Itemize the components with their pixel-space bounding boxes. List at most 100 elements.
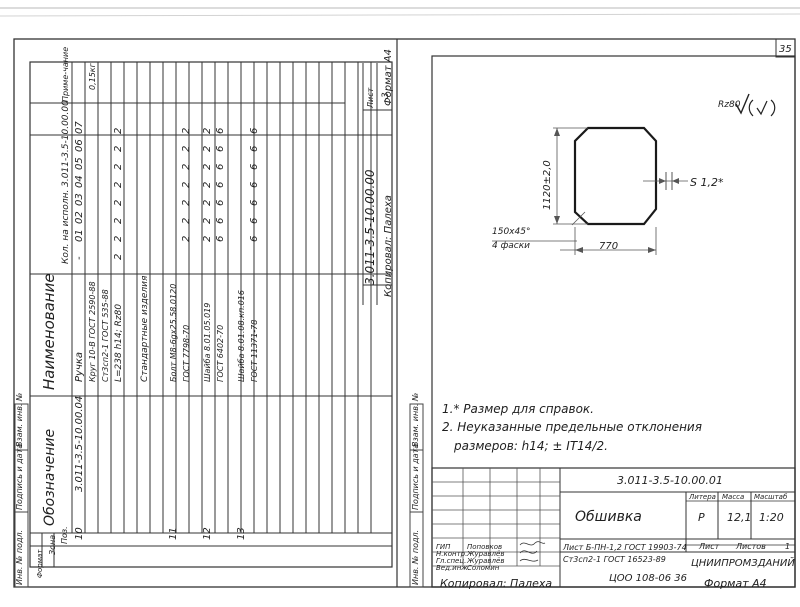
- row-name-circle-1: Круг 10-В ГОСТ 2590-88: [88, 281, 97, 382]
- row-name-gost-6402: ГОСТ 6402-70: [216, 325, 225, 382]
- row-name-length: L=238 h14; Rz80: [114, 304, 124, 382]
- row-qty-8-1: 6: [215, 236, 226, 242]
- title-block: 3.011-3.5-10.00.01 Обшивка Литера Масса …: [431, 467, 796, 588]
- col-pos: Поз.: [60, 526, 69, 544]
- surface-finish-mark: Rz80: [718, 93, 776, 117]
- row-qty-3-1: 2: [113, 236, 124, 242]
- label-replace-inv: Взам. инв. №: [15, 393, 24, 447]
- spec-stamp-format: Формат А4: [383, 49, 394, 106]
- footer-code: ЦОО 108-06 36: [609, 573, 687, 584]
- title-scale-label: Масштаб: [754, 493, 788, 501]
- row-qty-10-4: 6: [249, 182, 260, 188]
- signer-role-1: ГИП: [436, 543, 451, 551]
- row-qty-10-5: 6: [249, 164, 260, 170]
- title-mass: 12,1: [727, 511, 752, 524]
- row-qty-10-6: 6: [249, 146, 260, 152]
- row-designation-10: 3.011-3.5-10.00.04: [74, 396, 85, 492]
- material-line-1: Лист Б-ПН-1,2 ГОСТ 19903-74: [562, 543, 687, 552]
- material-line-2: Ст3сп2-1 ГОСТ 16523-89: [563, 555, 666, 564]
- signer-name-3: Журавлёв: [466, 557, 504, 565]
- title-litera: Р: [698, 511, 705, 524]
- row-qty-3-4: 2: [113, 182, 124, 188]
- specification-table: [29, 61, 393, 568]
- page-number: 35: [779, 44, 792, 55]
- title-designation: 3.011-3.5-10.00.01: [617, 474, 723, 487]
- row-name-washer-2: Шайба 8.01.08.кп.016: [237, 290, 246, 382]
- chamfer-count: 4 фаски: [492, 241, 530, 251]
- page-number-box: [775, 38, 796, 58]
- exec-4: 04: [74, 175, 85, 188]
- spec-stamp-sheet-label: Лист: [366, 87, 375, 109]
- row-pos-13: 13: [236, 527, 247, 540]
- col-note: Приме-чание: [61, 47, 70, 102]
- label-signature-date: Подпись и дата: [15, 444, 24, 510]
- row-qty-3-7: 2: [113, 128, 124, 134]
- title-mass-label: Масса: [722, 493, 744, 501]
- title-sheets-label: Листов: [735, 542, 766, 551]
- title-sheet-label: Лист: [698, 542, 720, 551]
- row-qty-7-5: 2: [202, 164, 213, 170]
- row-qty-6-3: 2: [181, 200, 192, 206]
- signer-name-4: Соломин: [467, 564, 500, 572]
- row-qty-7-3: 2: [202, 200, 213, 206]
- note-2-line-1: 2. Неуказанные предельные отклонения: [442, 420, 702, 434]
- svg-text:Подпись и дата: Подпись и дата: [411, 444, 420, 510]
- row-qty-8-5: 6: [215, 164, 226, 170]
- title-part-name: Обшивка: [575, 509, 642, 525]
- thickness: S 1,2*: [690, 176, 724, 189]
- row-qty-10-1: 6: [249, 236, 260, 242]
- row-name-washer-1: Шайба 8.01.05.019: [203, 303, 212, 382]
- row-qty-7-2: 2: [202, 218, 213, 224]
- sheet-part-drawing: 1120±2,0 770 150х45° 4 фаски S 1,2*: [492, 126, 724, 255]
- row-qty-3-2: 2: [113, 218, 124, 224]
- row-qty-6-5: 2: [181, 164, 192, 170]
- row-qty-7-6: 2: [202, 146, 213, 152]
- dim-height: 1120±2,0: [542, 160, 553, 210]
- right-side-labels: Инв. № подл. Подпись и дата Взам. инв. №: [409, 393, 424, 588]
- signer-name-2: Журавлёв: [466, 550, 504, 558]
- row-name-circle-2: Ст3сп2-1 ГОСТ 535-88: [101, 289, 110, 382]
- drawing-frame: [431, 55, 796, 588]
- row-name-gost-7798: ГОСТ 7798-70: [182, 325, 191, 382]
- technical-notes: 1.* Размер для справок. 2. Неуказанные п…: [442, 402, 702, 453]
- title-sheets: 1: [785, 542, 790, 551]
- row-qty-6-2: 2: [181, 218, 192, 224]
- spec-stamp-sheet: 3: [381, 92, 391, 98]
- row-qty-6-6: 2: [181, 146, 192, 152]
- row-qty-8-4: 6: [215, 182, 226, 188]
- row-qty-7-4: 2: [202, 182, 213, 188]
- exec-0: -: [74, 256, 85, 260]
- title-scale: 1:20: [759, 511, 784, 524]
- dim-chamfer: 150х45°: [492, 227, 530, 237]
- svg-text:Rz80: Rz80: [718, 100, 741, 110]
- exec-1: 01: [74, 229, 85, 242]
- row-qty-6-7: 2: [181, 128, 192, 134]
- label-inv-original: Инв. № подл.: [15, 530, 24, 585]
- spec-stamp-copied: Копировал: Палеха: [383, 195, 394, 297]
- row-qty-8-3: 6: [215, 200, 226, 206]
- col-name: Наименование: [40, 273, 58, 390]
- title-litera-label: Литера: [688, 493, 716, 501]
- col-designation: Обозначение: [42, 429, 58, 526]
- row-qty-3-5: 2: [113, 164, 124, 170]
- signature-1: [519, 541, 546, 546]
- row-name-gost-11371: ГОСТ 11371-78: [250, 320, 259, 382]
- row-qty-8-7: 6: [215, 128, 226, 134]
- row-qty-10-2: 6: [249, 218, 260, 224]
- row-qty-7-1: 2: [202, 236, 213, 242]
- dim-width: 770: [599, 241, 618, 252]
- row-qty-10-7: 6: [249, 128, 260, 134]
- footer-format: Формат А4: [704, 577, 767, 590]
- footer: Копировал: Палеха ЦОО 108-06 36 Формат А…: [440, 573, 767, 590]
- left-side-labels: Инв. № подл. Подпись и дата Взам. инв. №: [14, 393, 29, 588]
- col-zone: Зона: [48, 535, 57, 555]
- row-qty-3-0: 2: [113, 254, 124, 260]
- exec-2: 02: [74, 211, 85, 224]
- organization: ЦНИИПРОМЗДАНИЙ: [691, 556, 795, 569]
- row-name-bolt: Болт М8-6gх25.58.0120: [169, 284, 178, 382]
- signer-name-1: Поповков: [467, 543, 502, 551]
- sheet-frame: [13, 38, 796, 588]
- signer-role-2: Н.контр.: [436, 550, 467, 558]
- row-qty-10-3: 6: [249, 200, 260, 206]
- svg-text:Взам. инв. №: Взам. инв. №: [411, 393, 420, 447]
